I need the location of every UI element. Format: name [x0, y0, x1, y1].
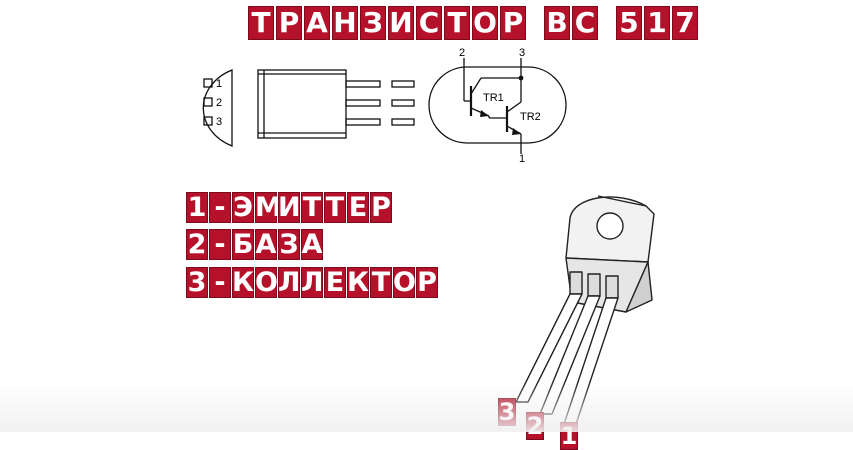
package-pin-label: 2 — [216, 97, 222, 109]
letter-tile: З — [360, 6, 386, 40]
letter-tile: К — [347, 267, 370, 298]
letter-tile: 1 — [644, 6, 670, 40]
letter-tile: А — [255, 229, 277, 260]
transistor-diagrams: 1 2 3 2 3 1 TR1 T — [202, 47, 655, 425]
letter-tile: А — [301, 229, 323, 260]
leg-number-3: 3 — [498, 398, 518, 426]
letter-tile: Б — [232, 229, 254, 260]
tr1-label: TR1 — [483, 92, 504, 104]
leg-number-2: 2 — [526, 412, 546, 440]
letter-tile: 1 — [560, 422, 578, 450]
letter-tile: 7 — [672, 6, 698, 40]
letter-tile: 3 — [498, 398, 516, 426]
schematic-pin-1: 1 — [519, 153, 525, 165]
pin-pad-3 — [203, 116, 213, 126]
pin-pad-1 — [203, 78, 213, 88]
schematic-pin-3: 3 — [519, 47, 525, 59]
letter-tile: О — [472, 6, 498, 40]
letter-tile: А — [304, 6, 330, 40]
tr2-emitter-arrow — [512, 128, 521, 135]
letter-tile: Р — [500, 6, 526, 40]
letter-tile: Э — [232, 192, 254, 223]
letter-tile: 3 — [186, 267, 208, 298]
letter-tile: О — [393, 267, 416, 298]
letter-tile: Р — [370, 192, 392, 223]
letter-tile: Т — [248, 6, 274, 40]
letter-tile: 2 — [186, 229, 208, 260]
letter-tile: И — [278, 192, 301, 223]
letter-tile: С — [416, 6, 442, 40]
tr1-emitter-arrow — [480, 110, 489, 117]
letter-tile: Е — [347, 192, 369, 223]
letter-tile: Р — [276, 6, 302, 40]
letter-tile: Р — [416, 267, 438, 298]
transistor-3d-drawing — [515, 195, 655, 425]
letter-tile: - — [209, 267, 231, 298]
leg-number-1: 1 — [560, 422, 580, 450]
letter-tile: Л — [278, 267, 301, 298]
package-side-view — [257, 69, 415, 139]
letter-tile: B — [544, 6, 570, 40]
letter-tile: Т — [301, 192, 323, 223]
letter-tile: К — [232, 267, 255, 298]
package-pin-label: 3 — [216, 116, 222, 128]
letter-tile: Т — [370, 267, 392, 298]
darlington-schematic — [428, 58, 567, 154]
letter-tile: 1 — [186, 192, 208, 223]
letter-tile: C — [572, 6, 598, 40]
letter-tile: Л — [301, 267, 324, 298]
letter-tile: 2 — [526, 412, 544, 440]
letter-tile: 5 — [616, 6, 642, 40]
letter-tile: И — [388, 6, 414, 40]
package-pin-label: 1 — [216, 78, 222, 90]
letter-tile: О — [255, 267, 278, 298]
package-bottom-view — [202, 69, 233, 147]
schematic-pin-2: 2 — [459, 47, 465, 59]
letter-tile: Е — [324, 267, 346, 298]
junction-dot — [518, 75, 524, 81]
letter-tile: - — [209, 229, 231, 260]
tr2-label: TR2 — [520, 111, 541, 123]
letter-tile: Н — [332, 6, 358, 40]
letter-tile: Т — [324, 192, 346, 223]
letter-tile: - — [209, 192, 231, 223]
pin-pad-2 — [203, 97, 213, 107]
letter-tile: Т — [444, 6, 470, 40]
letter-tile: З — [278, 229, 300, 260]
